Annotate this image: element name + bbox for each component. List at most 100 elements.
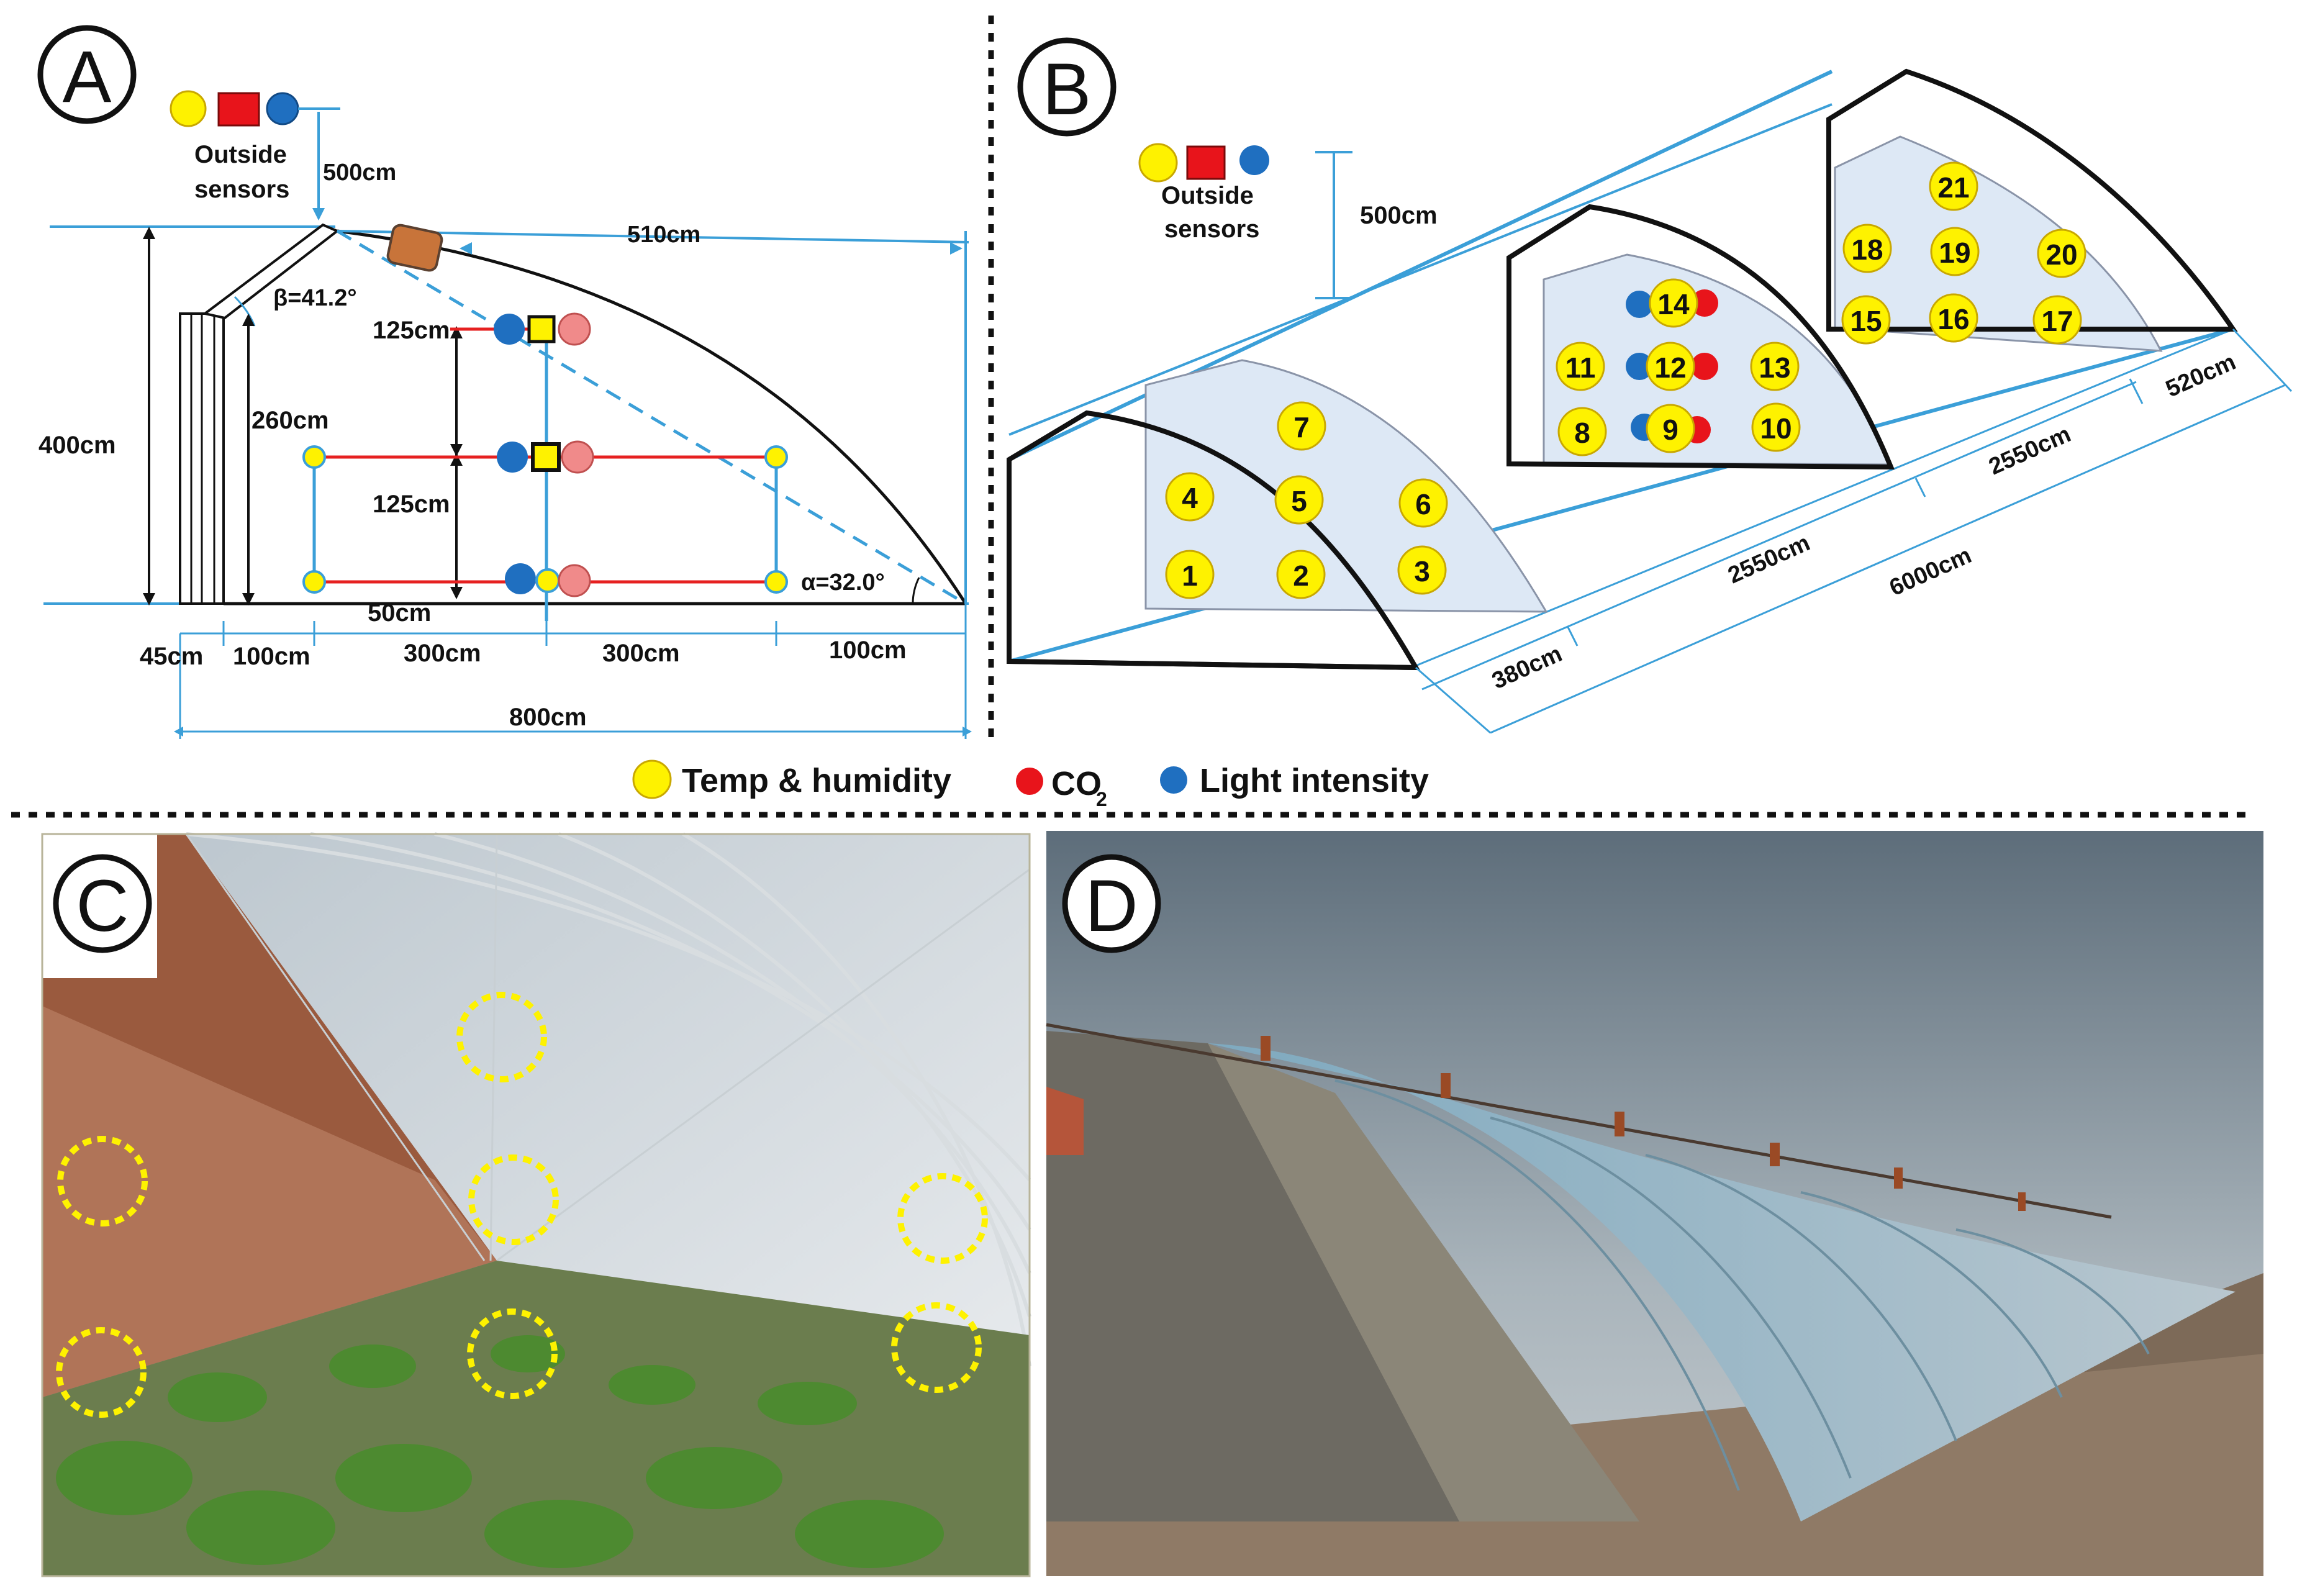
sensor-label-4: 4 <box>1182 482 1198 514</box>
sensor-label-20: 20 <box>2045 238 2077 271</box>
svg-text:500cm: 500cm <box>323 160 396 186</box>
sensor-label-7: 7 <box>1293 411 1310 443</box>
panel-d-photo: D <box>1046 831 2263 1576</box>
sensor-cluster-top <box>494 312 591 346</box>
sensor-7 <box>1277 401 1326 451</box>
sensor-label-1: 1 <box>1182 560 1198 592</box>
dim-500-b: 500cm <box>1315 151 1438 299</box>
svg-text:2550cm: 2550cm <box>1985 421 2075 480</box>
outside-sensors-b: Outside sensors <box>1138 143 1269 243</box>
sensor-cluster-mid <box>302 440 788 474</box>
svg-text:D: D <box>1085 865 1138 947</box>
zone-back <box>1834 135 2163 352</box>
svg-text:Light intensity: Light intensity <box>1200 762 1429 799</box>
panel-label-c: C <box>53 854 152 953</box>
sensor-20 <box>2037 229 2086 278</box>
sensor-label-8: 8 <box>1574 417 1590 449</box>
zone-front <box>1144 359 1548 613</box>
legend-light: Light intensity <box>1160 762 1429 799</box>
panel-label-b: B <box>1017 37 1117 137</box>
sensor-3 <box>1397 545 1447 595</box>
sensor-label-13: 13 <box>1759 351 1790 384</box>
svg-text:500cm: 500cm <box>1360 202 1438 229</box>
panel-label-d: D <box>1062 854 1161 953</box>
sensor-label-18: 18 <box>1851 234 1883 266</box>
sensor-5 <box>1274 475 1324 525</box>
svg-text:300cm: 300cm <box>602 640 680 667</box>
legend: Temp & humidity CO 2 Light intensity <box>632 759 1429 810</box>
svg-text:100cm: 100cm <box>233 643 310 670</box>
panel-label-a: A <box>37 25 137 124</box>
svg-text:6000cm: 6000cm <box>1886 542 1975 601</box>
sensor-label-10: 10 <box>1760 412 1792 445</box>
sensor-19 <box>1930 227 1980 276</box>
svg-text:300cm: 300cm <box>404 640 481 667</box>
dim-260: 260cm <box>242 314 329 605</box>
sensor-8 <box>1557 407 1607 456</box>
sensor-label-12: 12 <box>1654 351 1686 384</box>
panel-a: A Outside sensors 500cm <box>37 25 972 739</box>
svg-text:C: C <box>76 865 129 947</box>
svg-text:100cm: 100cm <box>829 637 907 664</box>
svg-text:Outside: Outside <box>194 141 287 168</box>
svg-text:2: 2 <box>1096 788 1107 810</box>
svg-text:Temp & humidity: Temp & humidity <box>682 762 951 799</box>
sensor-label-21: 21 <box>1937 171 1969 204</box>
svg-text:CO: CO <box>1051 765 1102 802</box>
sensor-6 <box>1398 478 1448 528</box>
svg-text:50cm: 50cm <box>368 599 431 627</box>
svg-text:Outside: Outside <box>1161 182 1254 209</box>
sensor-label-17: 17 <box>2041 305 2073 337</box>
svg-text:A: A <box>63 36 112 118</box>
svg-text:2550cm: 2550cm <box>1724 530 1814 589</box>
sensor-15 <box>1841 295 1891 345</box>
dim-400: 400cm <box>39 227 155 605</box>
outside-sensor-box <box>386 224 443 272</box>
svg-text:800cm: 800cm <box>509 704 587 731</box>
svg-text:α=32.0°: α=32.0° <box>801 569 885 596</box>
sensor-label-16: 16 <box>1937 303 1969 335</box>
svg-text:β=41.2°: β=41.2° <box>273 285 357 311</box>
sensor-11 <box>1556 342 1605 391</box>
sensor-label-15: 15 <box>1850 305 1882 337</box>
sensor-label-6: 6 <box>1415 488 1431 520</box>
svg-text:125cm: 125cm <box>373 491 450 518</box>
svg-text:125cm: 125cm <box>373 317 450 344</box>
svg-text:400cm: 400cm <box>39 432 116 459</box>
sensor-13 <box>1750 342 1800 391</box>
outside-sensors-a: Outside sensors <box>170 90 340 203</box>
sensor-label-19: 19 <box>1939 237 1970 269</box>
sensor-label-2: 2 <box>1293 560 1309 592</box>
sensor-17 <box>2032 295 2082 345</box>
sensor-16 <box>1929 293 1978 343</box>
panel-c-photo: C <box>41 832 1031 1577</box>
legend-co2: CO 2 <box>1016 765 1107 810</box>
greenhouse-3d-outline <box>1007 68 2238 671</box>
sensor-label-9: 9 <box>1662 414 1678 446</box>
sensor-4 <box>1165 472 1215 522</box>
sensor-cluster-low <box>302 563 788 597</box>
bottom-dimensions: 45cm 100cm 300cm 300cm 100cm 800cm <box>140 604 972 739</box>
svg-text:520cm: 520cm <box>2162 349 2240 402</box>
svg-text:45cm: 45cm <box>140 643 203 670</box>
sensor-2 <box>1276 550 1326 599</box>
sensor-21 <box>1929 161 1978 211</box>
svg-text:sensors: sensors <box>1164 215 1259 243</box>
greenhouse-cross-section <box>179 223 969 605</box>
sensor-1 <box>1165 550 1215 599</box>
svg-text:B: B <box>1043 48 1092 130</box>
sensor-label-11: 11 <box>1565 351 1596 384</box>
sensor-18 <box>1842 224 1892 273</box>
svg-text:380cm: 380cm <box>1488 641 1566 694</box>
sensor-12 <box>1646 342 1695 391</box>
dim-500-a: 500cm <box>312 112 396 220</box>
dim-510: 510cm <box>460 222 967 604</box>
sensor-10 <box>1751 402 1801 452</box>
svg-text:510cm: 510cm <box>627 222 700 248</box>
sensor-9 <box>1646 404 1695 453</box>
legend-temp: Temp & humidity <box>632 759 951 799</box>
sensor-label-3: 3 <box>1414 555 1430 587</box>
sensor-14 <box>1649 278 1698 328</box>
panel-b: B Outside sensors 500cm <box>1007 37 2293 734</box>
